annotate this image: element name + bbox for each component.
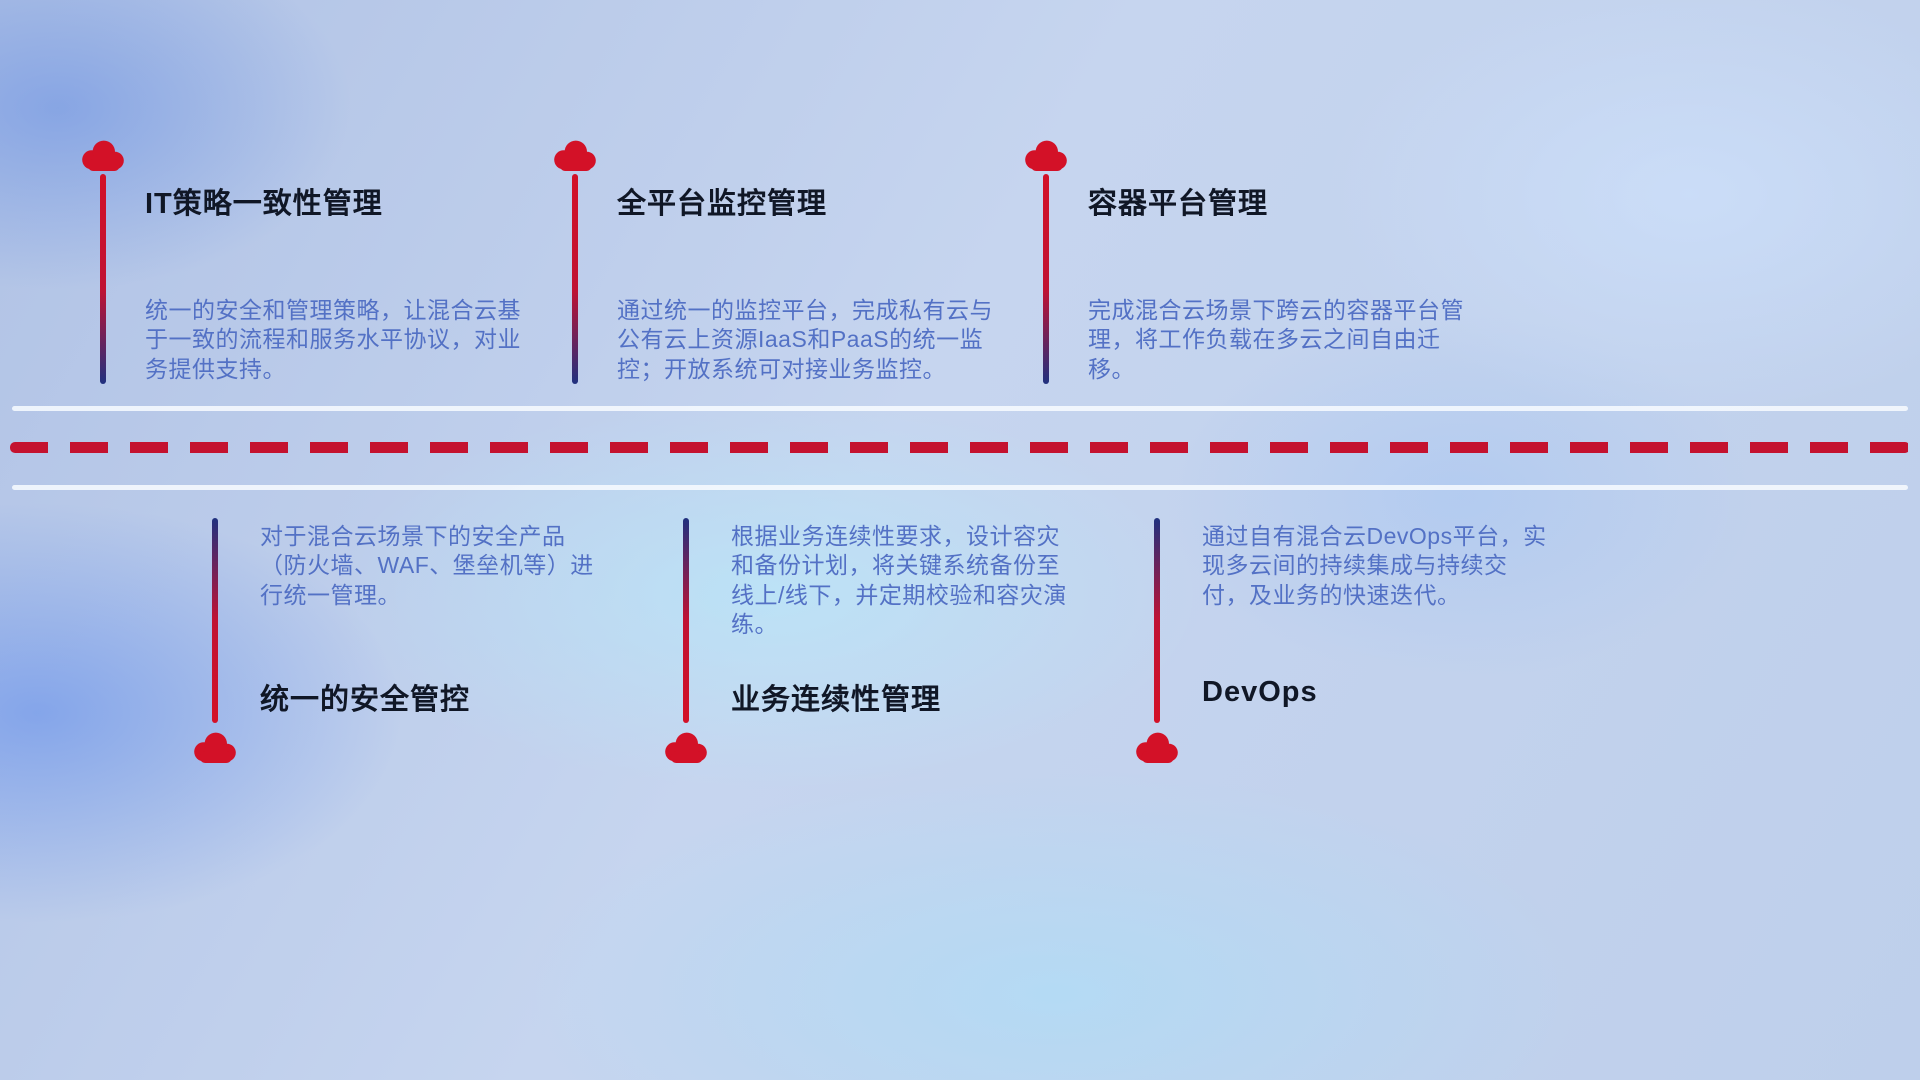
feature-title: 业务连续性管理 (731, 684, 942, 716)
timeline-stem (212, 518, 218, 723)
feature-item-it-policy: IT策略一致性管理 统一的安全和管理策略，让混合云基于一致的流程和服务水平协议，… (79, 138, 539, 438)
cloud-icon (662, 730, 710, 764)
feature-title: 全平台监控管理 (617, 188, 828, 220)
feature-description: 通过自有混合云DevOps平台，实现多云间的持续集成与持续交付，及业务的快速迭代… (1202, 523, 1547, 608)
timeline-stem (1154, 518, 1160, 723)
feature-title: 统一的安全管控 (260, 684, 471, 716)
feature-item-business-continuity: 根据业务连续性要求，设计容灾和备份计划，将关键系统备份至线上/线下，并定期校验和… (665, 518, 1143, 818)
divider-solid-line-upper (12, 406, 1908, 411)
cloud-icon (1133, 730, 1181, 764)
timeline-stem (572, 174, 578, 384)
divider-solid-line-lower (12, 485, 1908, 490)
feature-title: IT策略一致性管理 (145, 188, 383, 220)
feature-item-monitoring: 全平台监控管理 通过统一的监控平台，完成私有云与公有云上资源IaaS和PaaS的… (551, 138, 1011, 438)
divider-dashed-line (10, 442, 1910, 453)
cloud-icon (191, 730, 239, 764)
feature-item-container-platform: 容器平台管理 完成混合云场景下跨云的容器平台管理，将工作负载在多云之间自由迁移。 (1022, 138, 1482, 438)
cloud-icon (551, 138, 599, 172)
feature-description: 完成混合云场景下跨云的容器平台管理，将工作负载在多云之间自由迁移。 (1088, 297, 1464, 382)
feature-item-security-control: 对于混合云场景下的安全产品（防火墙、WAF、堡垒机等）进行统一管理。 统一的安全… (194, 518, 672, 818)
feature-title: 容器平台管理 (1088, 188, 1269, 220)
timeline-stem (683, 518, 689, 723)
feature-description: 统一的安全和管理策略，让混合云基于一致的流程和服务水平协议，对业务提供支持。 (145, 297, 521, 382)
feature-title: DevOps (1202, 676, 1318, 708)
feature-description: 对于混合云场景下的安全产品（防火墙、WAF、堡垒机等）进行统一管理。 (260, 523, 594, 608)
timeline-stem (1043, 174, 1049, 384)
cloud-icon (79, 138, 127, 172)
feature-description: 通过统一的监控平台，完成私有云与公有云上资源IaaS和PaaS的统一监控；开放系… (617, 297, 993, 382)
timeline-stem (100, 174, 106, 384)
cloud-icon (1022, 138, 1070, 172)
feature-item-devops: 通过自有混合云DevOps平台，实现多云间的持续集成与持续交付，及业务的快速迭代… (1136, 518, 1614, 818)
feature-description: 根据业务连续性要求，设计容灾和备份计划，将关键系统备份至线上/线下，并定期校验和… (731, 523, 1067, 638)
